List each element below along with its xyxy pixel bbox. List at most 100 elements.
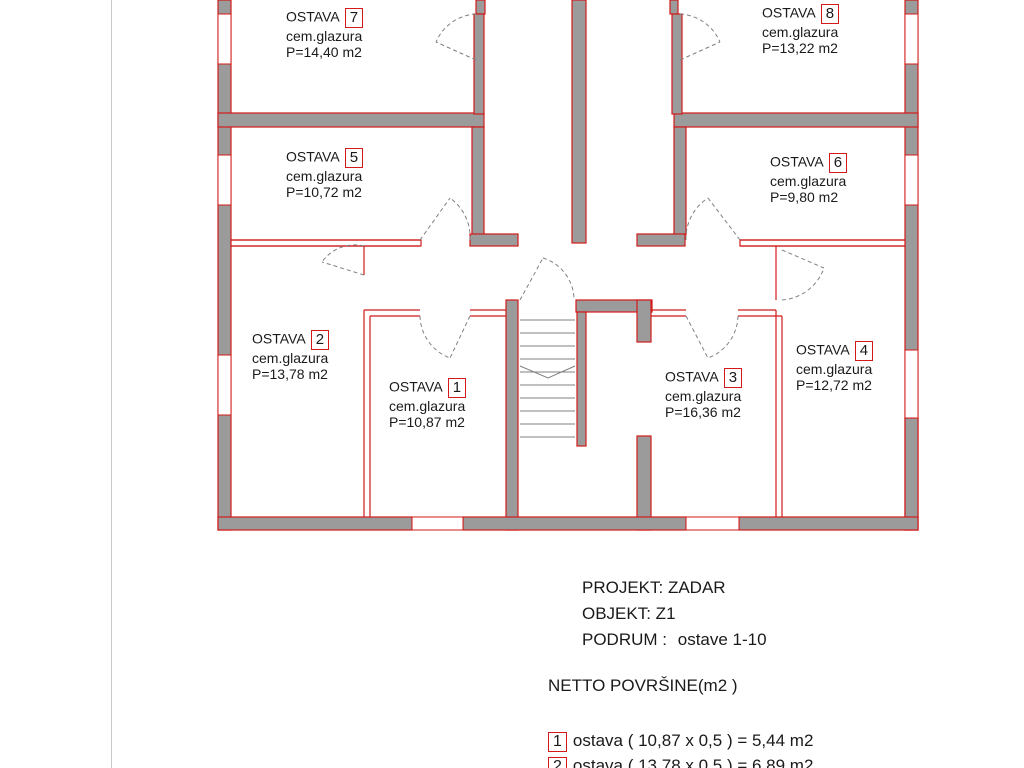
- room-5-label: OSTAVA 5 cem.glazura P=10,72 m2: [286, 148, 364, 200]
- room-1-number: 1: [447, 378, 467, 398]
- wall-stair-top: [575, 299, 653, 313]
- windows: [217, 13, 919, 531]
- legend-number: 1: [548, 731, 567, 752]
- wall-bottom-1: [217, 516, 413, 531]
- door-r4: [781, 249, 825, 301]
- stairs: [519, 257, 576, 438]
- room-3-name: OSTAVA: [665, 368, 718, 385]
- room-5-area: P=10,72 m2: [286, 184, 362, 200]
- basement-value: ostave 1-10: [677, 630, 767, 649]
- room-6-name: OSTAVA: [770, 153, 823, 170]
- window-left-2: [217, 154, 232, 206]
- room-5-name: OSTAVA: [286, 148, 339, 165]
- partition-r3-r4: [738, 309, 783, 517]
- wall-r5-r2: [230, 239, 422, 247]
- room-8-finish: cem.glazura: [762, 24, 839, 40]
- room-4-label: OSTAVA 4 cem.glazura P=12,72 m2: [796, 341, 874, 393]
- room-3-area: P=16,36 m2: [665, 404, 741, 420]
- door-r8: [679, 13, 721, 61]
- wall-r8-r6: [673, 112, 919, 128]
- stair-treads: [520, 319, 575, 438]
- legend-text: ostava ( 13,78 x 0,5 ) = 6,89 m2: [572, 756, 814, 768]
- wall-r3-stub: [636, 299, 652, 343]
- wall-r6-r4: [739, 239, 906, 247]
- room-1-finish: cem.glazura: [389, 398, 466, 414]
- room-2-finish: cem.glazura: [252, 350, 329, 366]
- room-6-finish: cem.glazura: [770, 173, 847, 189]
- room-1-label: OSTAVA 1 cem.glazura P=10,87 m2: [389, 378, 467, 430]
- door-r6: [685, 197, 741, 241]
- door-swings: [321, 13, 825, 359]
- room-4-area: P=12,72 m2: [796, 377, 872, 393]
- wall-r6-west: [673, 126, 687, 236]
- room-7-area: P=14,40 m2: [286, 44, 362, 60]
- door-r1: [419, 315, 471, 359]
- wall-r4-lower: [904, 417, 919, 531]
- wall-r6-stub: [636, 233, 686, 247]
- wall-bottom-2: [462, 516, 687, 531]
- wall-center-spine: [571, 0, 587, 244]
- room-6-area: P=9,80 m2: [770, 189, 839, 205]
- room-4-finish: cem.glazura: [796, 361, 873, 377]
- door-r5: [419, 197, 471, 241]
- stair-break: [519, 365, 576, 379]
- partition-r3-hall: [651, 309, 686, 317]
- partition-r6-hall: [740, 239, 905, 247]
- window-left-3: [217, 354, 232, 416]
- room-4-number: 4: [854, 341, 874, 361]
- room-6-number: 6: [828, 153, 848, 173]
- net-area-heading: NETTO POVRŠINE(m2 ): [548, 676, 738, 695]
- window-right-2: [904, 154, 919, 206]
- wall-top-mid-right: [669, 0, 679, 15]
- window-bottom-1: [411, 516, 464, 531]
- room-2-label: OSTAVA 2 cem.glazura P=13,78 m2: [252, 330, 330, 382]
- partition-r1-hall: [470, 309, 506, 317]
- wall-r7-r5: [217, 112, 485, 128]
- window-right-3: [904, 349, 919, 419]
- window-bottom-2: [685, 516, 740, 531]
- walls: [217, 0, 919, 531]
- project-line: PROJEKT: ZADAR: [582, 578, 726, 597]
- wall-top-mid-left: [475, 0, 486, 15]
- room-7-finish: cem.glazura: [286, 28, 363, 44]
- room-4-name: OSTAVA: [796, 341, 849, 358]
- room-8-area: P=13,22 m2: [762, 40, 838, 56]
- wall-r3-west-lower: [636, 435, 652, 531]
- basement-label: PODRUM :: [582, 630, 667, 649]
- room-1-name: OSTAVA: [389, 378, 442, 395]
- room-1-area: P=10,87 m2: [389, 414, 465, 430]
- legend-text: ostava ( 10,87 x 0,5 ) = 5,44 m2: [572, 731, 814, 750]
- room-6-label: OSTAVA 6 cem.glazura P=9,80 m2: [770, 153, 848, 205]
- wall-r5-stub: [469, 233, 519, 247]
- object-line: OBJEKT: Z1: [582, 604, 676, 623]
- room-8-name: OSTAVA: [762, 4, 815, 21]
- door-r7: [435, 13, 477, 61]
- partition-r5-hall: [231, 239, 420, 247]
- basement-line: PODRUM : ostave 1-10: [582, 630, 767, 650]
- wall-outer-left: [217, 0, 232, 531]
- wall-bottom-3: [738, 516, 919, 531]
- door-r2: [321, 244, 365, 276]
- wall-r8-west: [671, 13, 683, 115]
- page-margin-line: [111, 0, 112, 768]
- room-2-name: OSTAVA: [252, 330, 305, 347]
- door-r3: [685, 315, 739, 359]
- room-2-area: P=13,78 m2: [252, 366, 328, 382]
- partition-r2-r1: [363, 309, 420, 517]
- legend-row: 1 ostava ( 10,87 x 0,5 ) = 5,44 m2: [548, 731, 813, 752]
- room-5-finish: cem.glazura: [286, 168, 363, 184]
- room-7-name: OSTAVA: [286, 8, 339, 25]
- room-3-label: OSTAVA 3 cem.glazura P=16,36 m2: [665, 368, 743, 420]
- room-2-number: 2: [310, 330, 330, 350]
- legend-number: 2: [548, 756, 567, 768]
- room-7-number: 7: [344, 8, 364, 28]
- thin-partitions: [231, 239, 905, 517]
- room-3-number: 3: [723, 368, 743, 388]
- room-5-number: 5: [344, 148, 364, 168]
- wall-stair-left: [505, 299, 519, 531]
- room-3-finish: cem.glazura: [665, 388, 742, 404]
- wall-r5-east: [471, 126, 485, 236]
- room-8-label: OSTAVA 8 cem.glazura P=13,22 m2: [762, 4, 840, 56]
- legend-row: 2 ostava ( 13,78 x 0,5 ) = 6,89 m2: [548, 756, 813, 768]
- window-left-1: [217, 13, 232, 65]
